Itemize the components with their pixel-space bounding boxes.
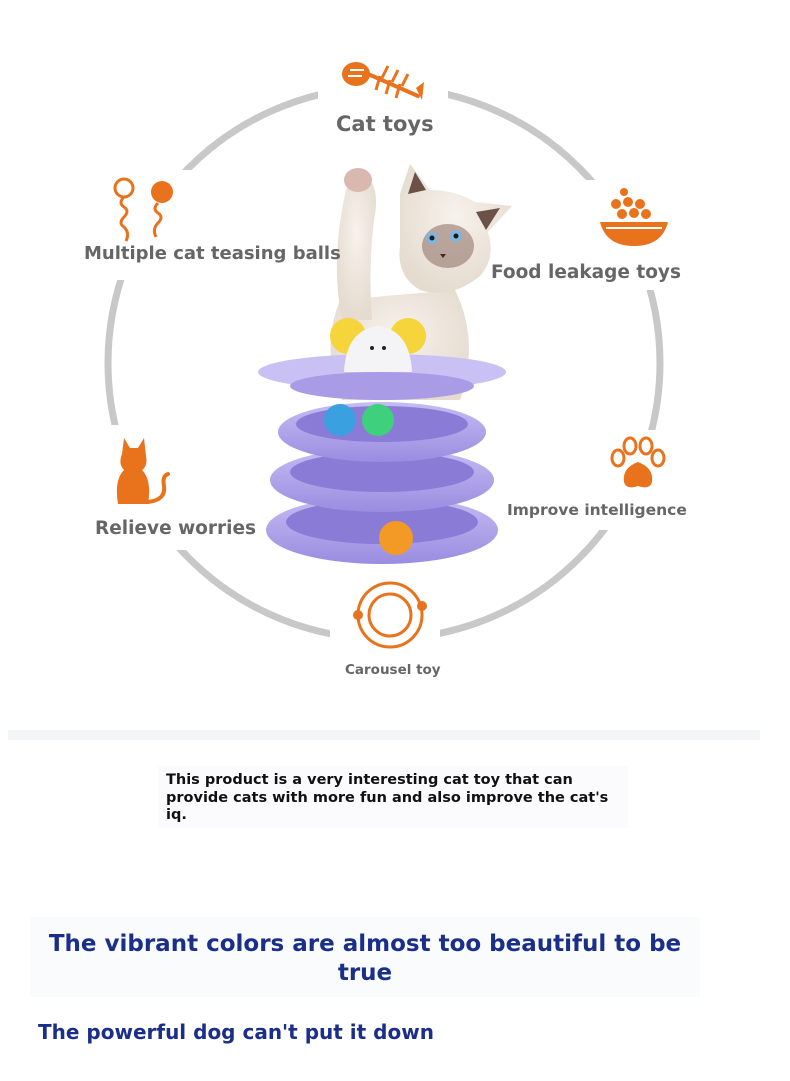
spring-balls-icon [113,177,173,242]
feature-ring [104,83,664,643]
feature-label-relieve-worries: Relieve worries [95,518,257,539]
feature-label-food-leakage: Food leakage toys [491,262,682,283]
headline: The vibrant colors are almost too beauti… [48,931,682,986]
cat-toy-tower-photo [258,164,512,564]
fish-bone-icon [342,62,424,100]
sitting-cat-icon [116,438,170,504]
subline: The powerful dog can't put it down [38,1020,434,1044]
paw-print-icon [610,436,666,488]
headline-panel [30,917,700,997]
description-panel [158,766,628,828]
food-bowl-icon [600,188,668,246]
feature-label-cat-toys: Cat toys [336,112,434,136]
feature-label-intelligence: Improve intelligence [507,501,687,519]
feature-label-carousel: Carousel toy [345,662,441,678]
feature-label-teasing-balls: Multiple cat teasing balls [84,243,341,264]
product-description: This product is a very interesting cat t… [166,772,609,823]
carousel-ring-icon [353,581,427,649]
section-divider [8,730,760,740]
